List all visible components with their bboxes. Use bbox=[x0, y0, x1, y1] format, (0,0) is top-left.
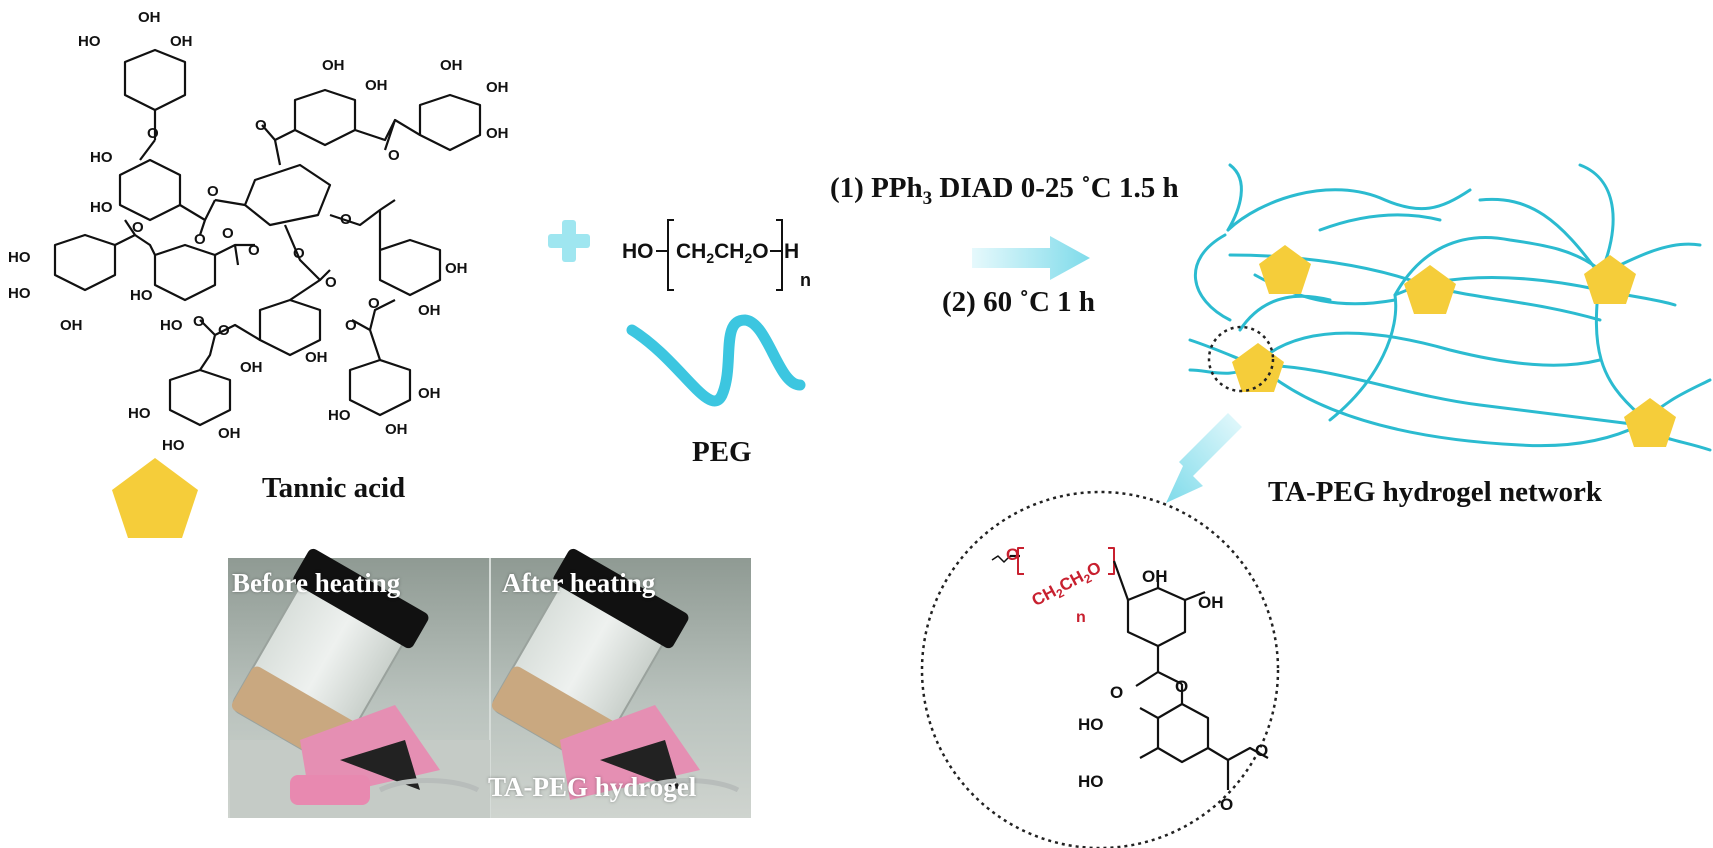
peg-formula: HO CH2CH2O H n bbox=[622, 219, 811, 291]
ho-label: HO bbox=[78, 33, 101, 50]
glucose-ring bbox=[243, 163, 332, 227]
ester-oxygen-label: O bbox=[218, 322, 230, 339]
oh-label: OH bbox=[218, 425, 241, 442]
ho-label: HO bbox=[162, 437, 185, 454]
reaction-step-1-suffix: DIAD 0-25 ˚C 1.5 h bbox=[932, 172, 1179, 204]
oh-label: OH bbox=[486, 125, 509, 142]
gallate-ring-far-left bbox=[53, 233, 117, 292]
network-label: TA-PEG hydrogel network bbox=[1268, 476, 1603, 508]
hydrogel-photo bbox=[228, 548, 751, 818]
oh-label: OH bbox=[322, 57, 345, 74]
oh-label: OH bbox=[240, 359, 263, 376]
zoom-highlight-circle bbox=[1207, 325, 1275, 393]
ho-label: HO bbox=[160, 317, 183, 334]
hydrogel-label: TA-PEG hydrogel bbox=[488, 772, 697, 802]
network-crosslink-nodes bbox=[1232, 245, 1676, 447]
oh-label: OH bbox=[138, 9, 161, 26]
linker-repeat-n: n bbox=[1076, 609, 1086, 626]
oh-label: OH bbox=[385, 421, 408, 438]
ho-label: HO bbox=[328, 407, 351, 424]
carbonyl-oxygen-label: O bbox=[255, 117, 267, 134]
gallate-ring-bottom-right bbox=[348, 358, 412, 417]
ester-oxygen-label: O bbox=[368, 295, 380, 312]
oh-label: OH bbox=[1142, 567, 1168, 586]
zoom-detail-circle bbox=[920, 490, 1280, 848]
ho-label: HO bbox=[8, 249, 31, 266]
gallate-ring-top-right-1 bbox=[293, 88, 357, 147]
tannic-acid-labels: OH HO OH OH OH OH OH OH HO HO HO HO OH H… bbox=[8, 9, 509, 454]
reaction-step-1-prefix: (1) PPh bbox=[830, 172, 923, 204]
carbonyl-oxygen-label: O bbox=[345, 317, 357, 334]
tannic-acid-pentagon-icon bbox=[112, 458, 198, 538]
gallate-ring-bottom-left bbox=[168, 368, 232, 427]
carbonyl-oxygen-label: O bbox=[388, 147, 400, 164]
oh-label: OH bbox=[60, 317, 83, 334]
carbonyl-oxygen-label: O bbox=[325, 274, 337, 291]
ho-label: HO bbox=[128, 405, 151, 422]
gallate-ring-top-right-2 bbox=[418, 93, 482, 152]
tannic-acid-structure bbox=[53, 48, 482, 427]
peg-chain-icon bbox=[626, 314, 806, 407]
peg-hydroxyl-text: HO bbox=[622, 240, 654, 263]
hydrogel-network bbox=[1188, 163, 1712, 452]
oh-label: OH bbox=[418, 385, 441, 402]
linker-oxygen-label: O bbox=[1006, 545, 1019, 564]
ho-label: HO bbox=[130, 287, 153, 304]
oh-label: OH bbox=[170, 33, 193, 50]
oh-label: OH bbox=[305, 349, 328, 366]
carbonyl-oxygen-label: O bbox=[193, 313, 205, 330]
oh-label: OH bbox=[1198, 593, 1224, 612]
reaction-step-1-subscript: 3 bbox=[922, 187, 933, 209]
crosslink-node bbox=[1404, 265, 1456, 314]
oh-label: OH bbox=[365, 77, 388, 94]
ester-oxygen-label: O bbox=[1175, 677, 1188, 696]
carbonyl-oxygen-label: O bbox=[194, 231, 206, 248]
tannic-acid-label: Tannic acid bbox=[262, 472, 406, 504]
oh-label: OH bbox=[440, 57, 463, 74]
gallate-ring-left-mid bbox=[153, 243, 217, 302]
peg-repeat-unit: CH2CH2O bbox=[676, 240, 769, 266]
zoom-structure bbox=[991, 547, 1269, 790]
gallate-ring-left-upper bbox=[118, 158, 182, 222]
carbonyl-oxygen-label: O bbox=[248, 242, 260, 259]
ester-oxygen-label: O bbox=[147, 125, 159, 142]
peg-terminal-h: H bbox=[784, 240, 799, 263]
reaction-arrow bbox=[972, 236, 1090, 280]
oh-label: OH bbox=[445, 260, 468, 277]
gallate-ring-right bbox=[378, 238, 442, 297]
ho-label: HO bbox=[1078, 715, 1104, 734]
ester-oxygen-label: O bbox=[207, 183, 219, 200]
after-heating-label: After heating bbox=[502, 568, 656, 598]
crosslink-node bbox=[1232, 343, 1284, 392]
gallate-ring-bottom-mid bbox=[258, 298, 322, 357]
ho-label: HO bbox=[8, 285, 31, 302]
crosslink-node bbox=[1259, 245, 1311, 294]
oh-label: OH bbox=[418, 302, 441, 319]
before-heating-label: Before heating bbox=[232, 568, 401, 598]
zoom-arrow bbox=[1166, 413, 1242, 503]
crosslink-node bbox=[1624, 398, 1676, 447]
ester-oxygen-label: O bbox=[340, 211, 352, 228]
gallate-ring-top bbox=[123, 48, 187, 112]
peg-repeat-n: n bbox=[800, 270, 811, 290]
reaction-step-2: (2) 60 ˚C 1 h bbox=[942, 286, 1096, 318]
ester-oxygen-label: O bbox=[1255, 741, 1268, 760]
vial-after bbox=[491, 548, 740, 800]
ho-label: HO bbox=[90, 199, 113, 216]
peg-label: PEG bbox=[692, 436, 752, 468]
ester-oxygen-label: O bbox=[222, 225, 234, 242]
ester-oxygen-label: O bbox=[293, 245, 305, 262]
oh-label: OH bbox=[486, 79, 509, 96]
carbonyl-oxygen-label: O bbox=[1110, 683, 1123, 702]
plus-icon bbox=[548, 220, 590, 262]
reaction-step-1: (1) PPh3 DIAD 0-25 ˚C 1.5 h bbox=[830, 172, 1179, 210]
linker-repeat-unit: CH2CH2O bbox=[1029, 558, 1106, 613]
ho-label: HO bbox=[90, 149, 113, 166]
ester-oxygen-label: O bbox=[132, 219, 144, 236]
ho-label: HO bbox=[1078, 772, 1104, 791]
vial-before bbox=[230, 548, 490, 818]
carbonyl-oxygen-label: O bbox=[1220, 795, 1233, 814]
crosslink-node bbox=[1584, 255, 1636, 304]
